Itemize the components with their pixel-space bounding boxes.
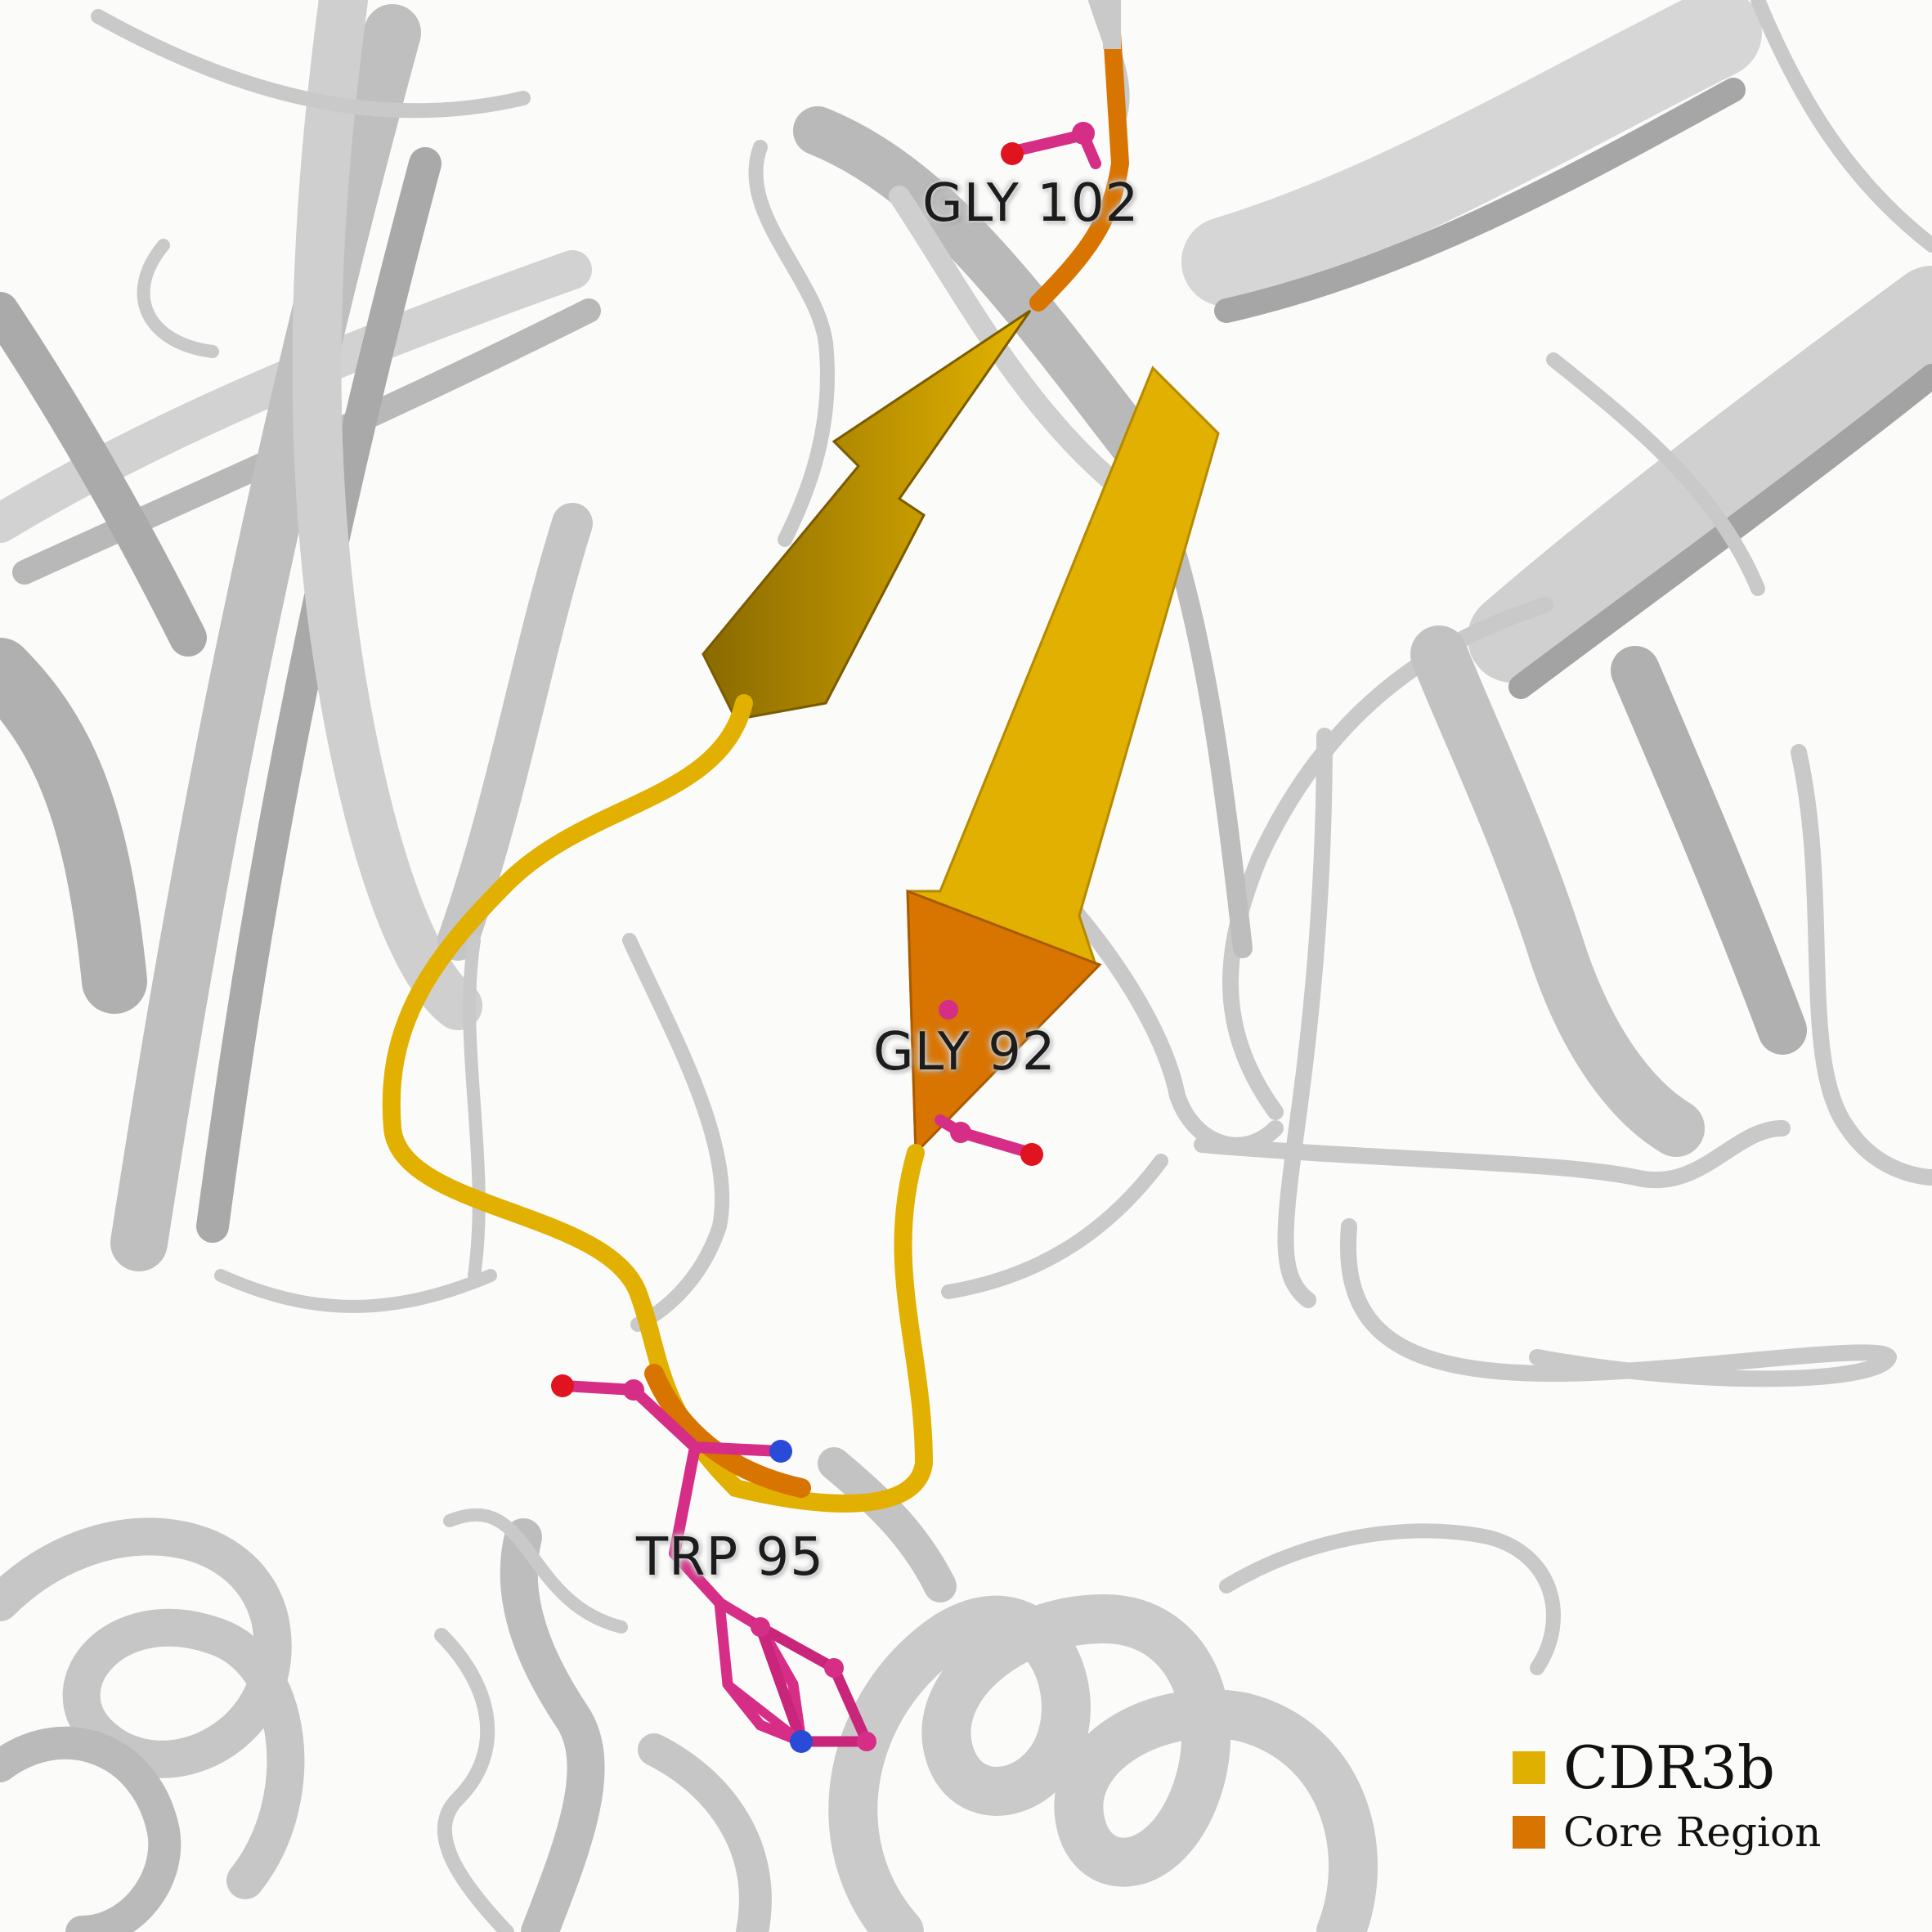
core-region-segment-top <box>1029 24 1130 312</box>
legend-swatch-cdr3b <box>1513 1751 1545 1784</box>
cdr3b-strand-left <box>702 309 1032 721</box>
gly92-sticks <box>935 1000 1043 1166</box>
residue-label-gly102: GLY 102 <box>922 173 1140 234</box>
residue-sticks <box>551 122 1101 1753</box>
legend-swatch-core-region <box>1513 1816 1545 1849</box>
residue-label-trp95: TRP 95 <box>636 1527 824 1588</box>
core-region-arrowhead <box>906 889 1102 1156</box>
trp95-sticks <box>551 1374 876 1753</box>
gly102-sticks <box>1001 122 1101 169</box>
legend-item-cdr3b: CDR3b <box>1513 1733 1821 1802</box>
cdr3b-ribbon <box>382 0 1220 1513</box>
cdr3b-coil <box>382 694 934 1513</box>
legend: CDR3b Core Region <box>1513 1733 1821 1856</box>
legend-label-cdr3b: CDR3b <box>1563 1733 1775 1802</box>
residue-label-gly92: GLY 92 <box>873 1022 1056 1083</box>
legend-item-core-region: Core Region <box>1513 1809 1821 1856</box>
legend-label-core-region: Core Region <box>1563 1809 1822 1856</box>
